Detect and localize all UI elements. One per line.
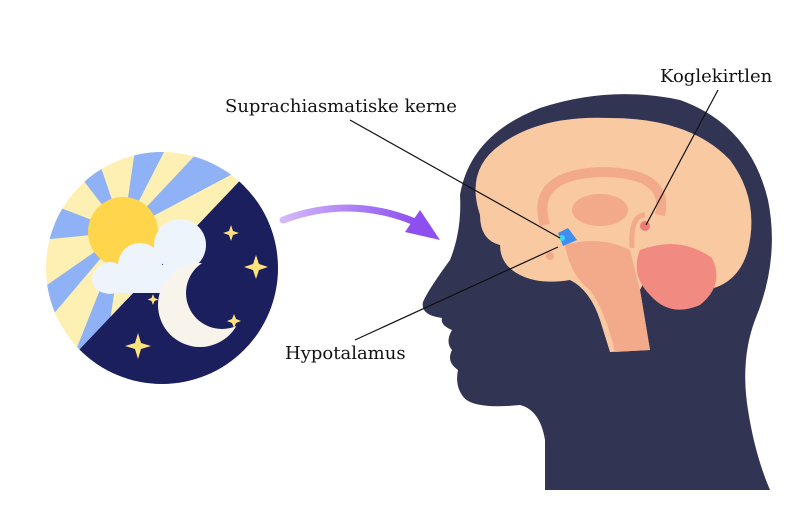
label-suprachiasmatic-nucleus: Suprachiasmatiske kerne bbox=[225, 96, 457, 117]
label-hypothalamus: Hypotalamus bbox=[285, 343, 406, 364]
moon-icon bbox=[158, 257, 258, 347]
cerebellum bbox=[636, 244, 717, 310]
scn-region bbox=[558, 228, 577, 246]
leader-lines bbox=[349, 89, 719, 341]
cloud-icon bbox=[92, 219, 206, 294]
label-pineal-gland: Koglekirtlen bbox=[660, 66, 773, 87]
day-night-icon bbox=[46, 152, 278, 384]
arrow-icon bbox=[279, 204, 440, 240]
brain bbox=[475, 117, 752, 353]
star-icons bbox=[125, 225, 268, 359]
pineal-gland bbox=[640, 221, 650, 231]
